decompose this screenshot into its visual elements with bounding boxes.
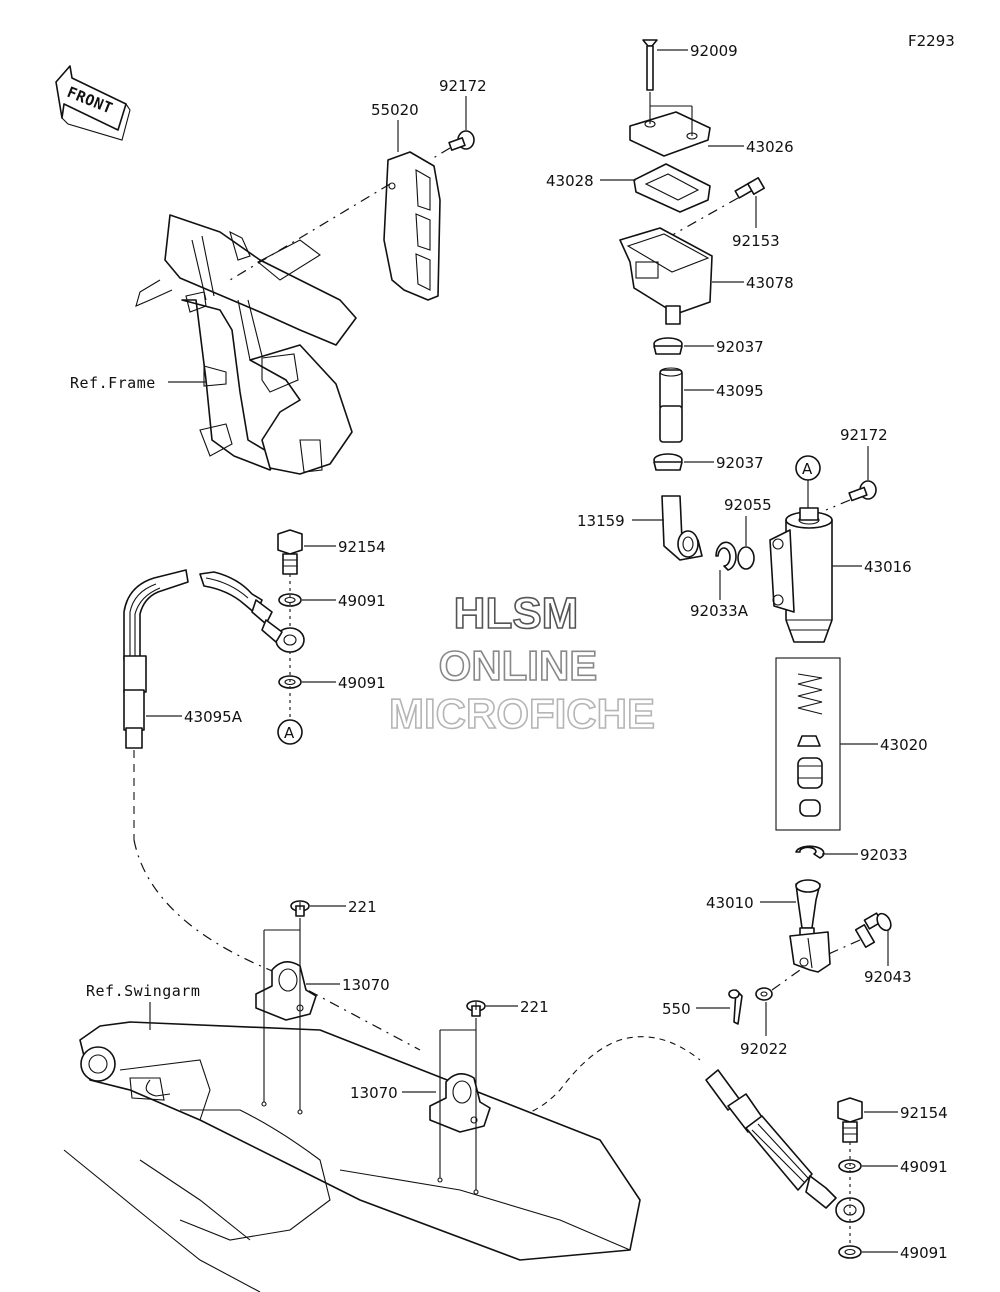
part-label-92055: 92055 [724,496,772,514]
frame-illustration [135,214,357,475]
oring-92055 [737,546,755,570]
part-label-92153: 92153 [732,232,780,250]
part-label-55020: 55020 [371,101,419,119]
diagram-code: F2293 [908,32,955,50]
reservoir-43078 [619,227,713,325]
screw-92172-cylinder [848,480,877,502]
part-label-550: 550 [662,1000,691,1018]
watermark-line-3: MICROFICHE [389,690,655,737]
master-cylinder-43016 [769,507,833,643]
pushrod-43010 [789,879,831,973]
pin-92043 [854,912,892,948]
part-label-92033: 92033 [860,846,908,864]
guard-55020 [383,151,441,301]
washer-49091-bottom-b [838,1245,862,1259]
part-label-92154-top: 92154 [338,538,386,556]
marker-a-cylinder: A [795,455,821,481]
hose-guide-13070-right [429,1073,491,1133]
watermark-line-1: HLSM [454,589,579,638]
screw-92172-top [448,130,475,151]
part-label-49091-top-b: 49091 [338,674,386,692]
part-label-92154-bottom: 92154 [900,1104,948,1122]
screw-221-right [466,1000,486,1017]
swingarm-illustration [63,1021,641,1292]
ref-swingarm-label: Ref.Swingarm [86,982,200,1000]
part-label-43016: 43016 [864,558,912,576]
front-arrow-icon: FRONT [55,65,131,141]
part-label-43095A: 43095A [184,708,243,726]
svg-text:A: A [802,460,813,478]
watermark-line-2: ONLINE [439,642,598,689]
cotter-pin-550 [728,989,743,1025]
svg-text:A: A [284,724,295,742]
circlip-92033A [715,541,737,571]
part-label-92172-top: 92172 [439,77,487,95]
part-label-43028: 43028 [546,172,594,190]
part-label-49091-bottom-a: 49091 [900,1158,948,1176]
part-label-92172-cylinder: 92172 [840,426,888,444]
part-label-221-left: 221 [348,898,377,916]
diaphragm-43028 [633,163,711,213]
circlip-92033 [795,845,825,859]
part-label-92037-bottom: 92037 [716,454,764,472]
watermark: HLSM ONLINE MICROFICHE [388,588,656,738]
banjo-bolt-92154-top [277,529,303,575]
screw-221-left [290,900,310,917]
bolt-92153 [734,177,765,199]
washer-92022 [755,987,773,1001]
part-label-43095: 43095 [716,382,764,400]
part-label-13159: 13159 [577,512,625,530]
part-label-43026: 43026 [746,138,794,156]
clamp-92037-bottom [653,453,683,471]
part-label-92043: 92043 [864,968,912,986]
hose-guide-13070-left [255,961,317,1021]
part-label-49091-bottom-b: 49091 [900,1244,948,1262]
marker-a-banjo: A [277,719,303,745]
part-label-221-right: 221 [520,998,549,1016]
banjo-bolt-92154-bottom [837,1097,863,1143]
part-label-13070-left: 13070 [342,976,390,994]
part-label-43020: 43020 [880,736,928,754]
hose-43095 [659,367,683,443]
ref-frame-label: Ref.Frame [70,374,156,392]
brake-hose-lower-end [705,1069,865,1223]
screw-92009 [642,39,658,91]
clamp-92037-top [653,337,683,355]
part-label-92009: 92009 [690,42,738,60]
part-label-92033A: 92033A [690,602,749,620]
part-label-49091-top-a: 49091 [338,592,386,610]
cap-43026 [629,111,711,157]
part-label-43010: 43010 [706,894,754,912]
part-label-43078: 43078 [746,274,794,292]
elbow-13159 [661,495,703,561]
part-label-92022: 92022 [740,1040,788,1058]
brake-hose-43095A [123,569,305,840]
part-label-92037-top: 92037 [716,338,764,356]
part-label-13070-right: 13070 [350,1084,398,1102]
piston-kit-43020 [775,657,841,831]
